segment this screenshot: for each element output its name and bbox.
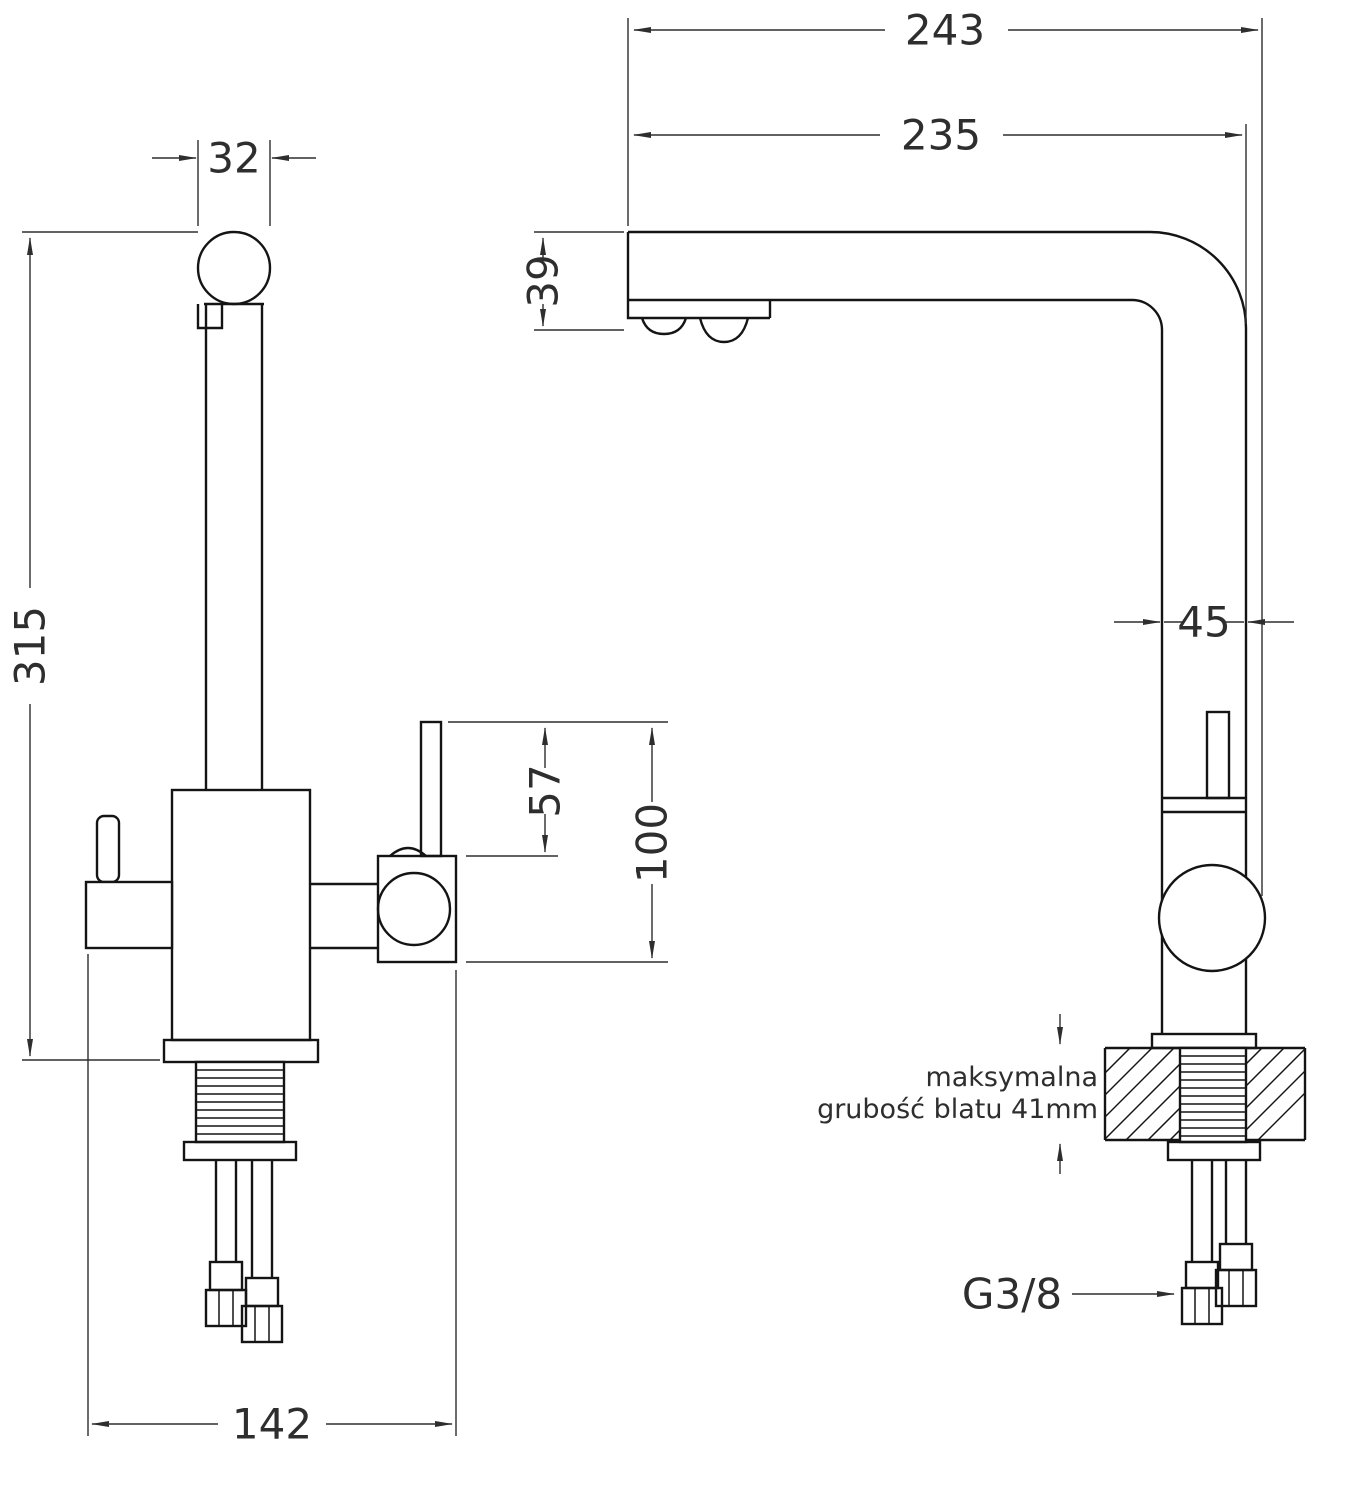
- front-mounting-nut: [182, 1140, 298, 1162]
- thread-label: G3/8: [962, 1270, 1062, 1319]
- dim-label-cap-width: 32: [207, 134, 260, 183]
- side-mounting-nut: [1166, 1140, 1262, 1162]
- front-neck: [204, 304, 264, 790]
- front-view-outline: [84, 230, 458, 1344]
- side-spout-inner: [770, 298, 1164, 1034]
- thread-callout-g38: G3/8: [962, 1270, 1175, 1319]
- worktop-thickness-note: maksymalna grubość blatu 41mm: [817, 1014, 1098, 1174]
- dim-label-lever-height: 57: [521, 764, 570, 817]
- side-hose-1: [1190, 1160, 1214, 1262]
- side-aerator: [640, 317, 750, 344]
- dim-label-spout-height: 39: [519, 254, 568, 307]
- front-outlet-nub: [196, 304, 224, 330]
- dim-label-base-width: 142: [232, 1400, 312, 1449]
- side-hose-2: [1224, 1160, 1248, 1244]
- side-spout-outer: [628, 230, 1248, 1034]
- dim-label-total-height: 315: [6, 606, 55, 686]
- front-dimension-32: 32: [152, 134, 316, 226]
- front-dimension-315: 315: [6, 231, 198, 1061]
- dim-label-body-height: 100: [628, 803, 677, 883]
- front-base-flange: [162, 1038, 320, 1064]
- front-dimension-142: 142: [87, 954, 457, 1449]
- worktop-note-line1: maksymalna: [925, 1062, 1098, 1093]
- front-filter-valve: [84, 880, 174, 950]
- dim-label-total-depth: 243: [905, 6, 985, 55]
- front-hose-1: [214, 1160, 238, 1262]
- side-dimension-39: 39: [519, 231, 624, 331]
- side-mixer-joint-circle: [1157, 863, 1267, 973]
- dim-label-spout-reach: 235: [901, 111, 981, 160]
- side-mixer-lever: [1205, 710, 1231, 800]
- side-view-outline: [626, 230, 1307, 1326]
- front-mixer-joint-circle: [376, 871, 452, 947]
- side-spout-head: [626, 232, 772, 320]
- front-dimension-100: 100: [466, 727, 677, 963]
- front-body: [170, 788, 312, 1042]
- dim-label-body-depth: 45: [1177, 598, 1230, 647]
- front-filter-lever: [95, 814, 121, 884]
- front-hose-2: [250, 1160, 274, 1278]
- front-cap-circle: [196, 230, 272, 306]
- side-dimension-243: 243: [627, 6, 1263, 896]
- front-mixer-lever: [419, 720, 443, 858]
- side-dimension-235: 235: [633, 111, 1247, 324]
- front-mixer-housing: [376, 854, 458, 964]
- worktop-note-line2: grubość blatu 41mm: [817, 1094, 1098, 1125]
- side-base-flange: [1150, 1032, 1258, 1050]
- front-dimension-57: 57: [448, 721, 668, 857]
- side-dimension-45: 45: [1114, 598, 1294, 647]
